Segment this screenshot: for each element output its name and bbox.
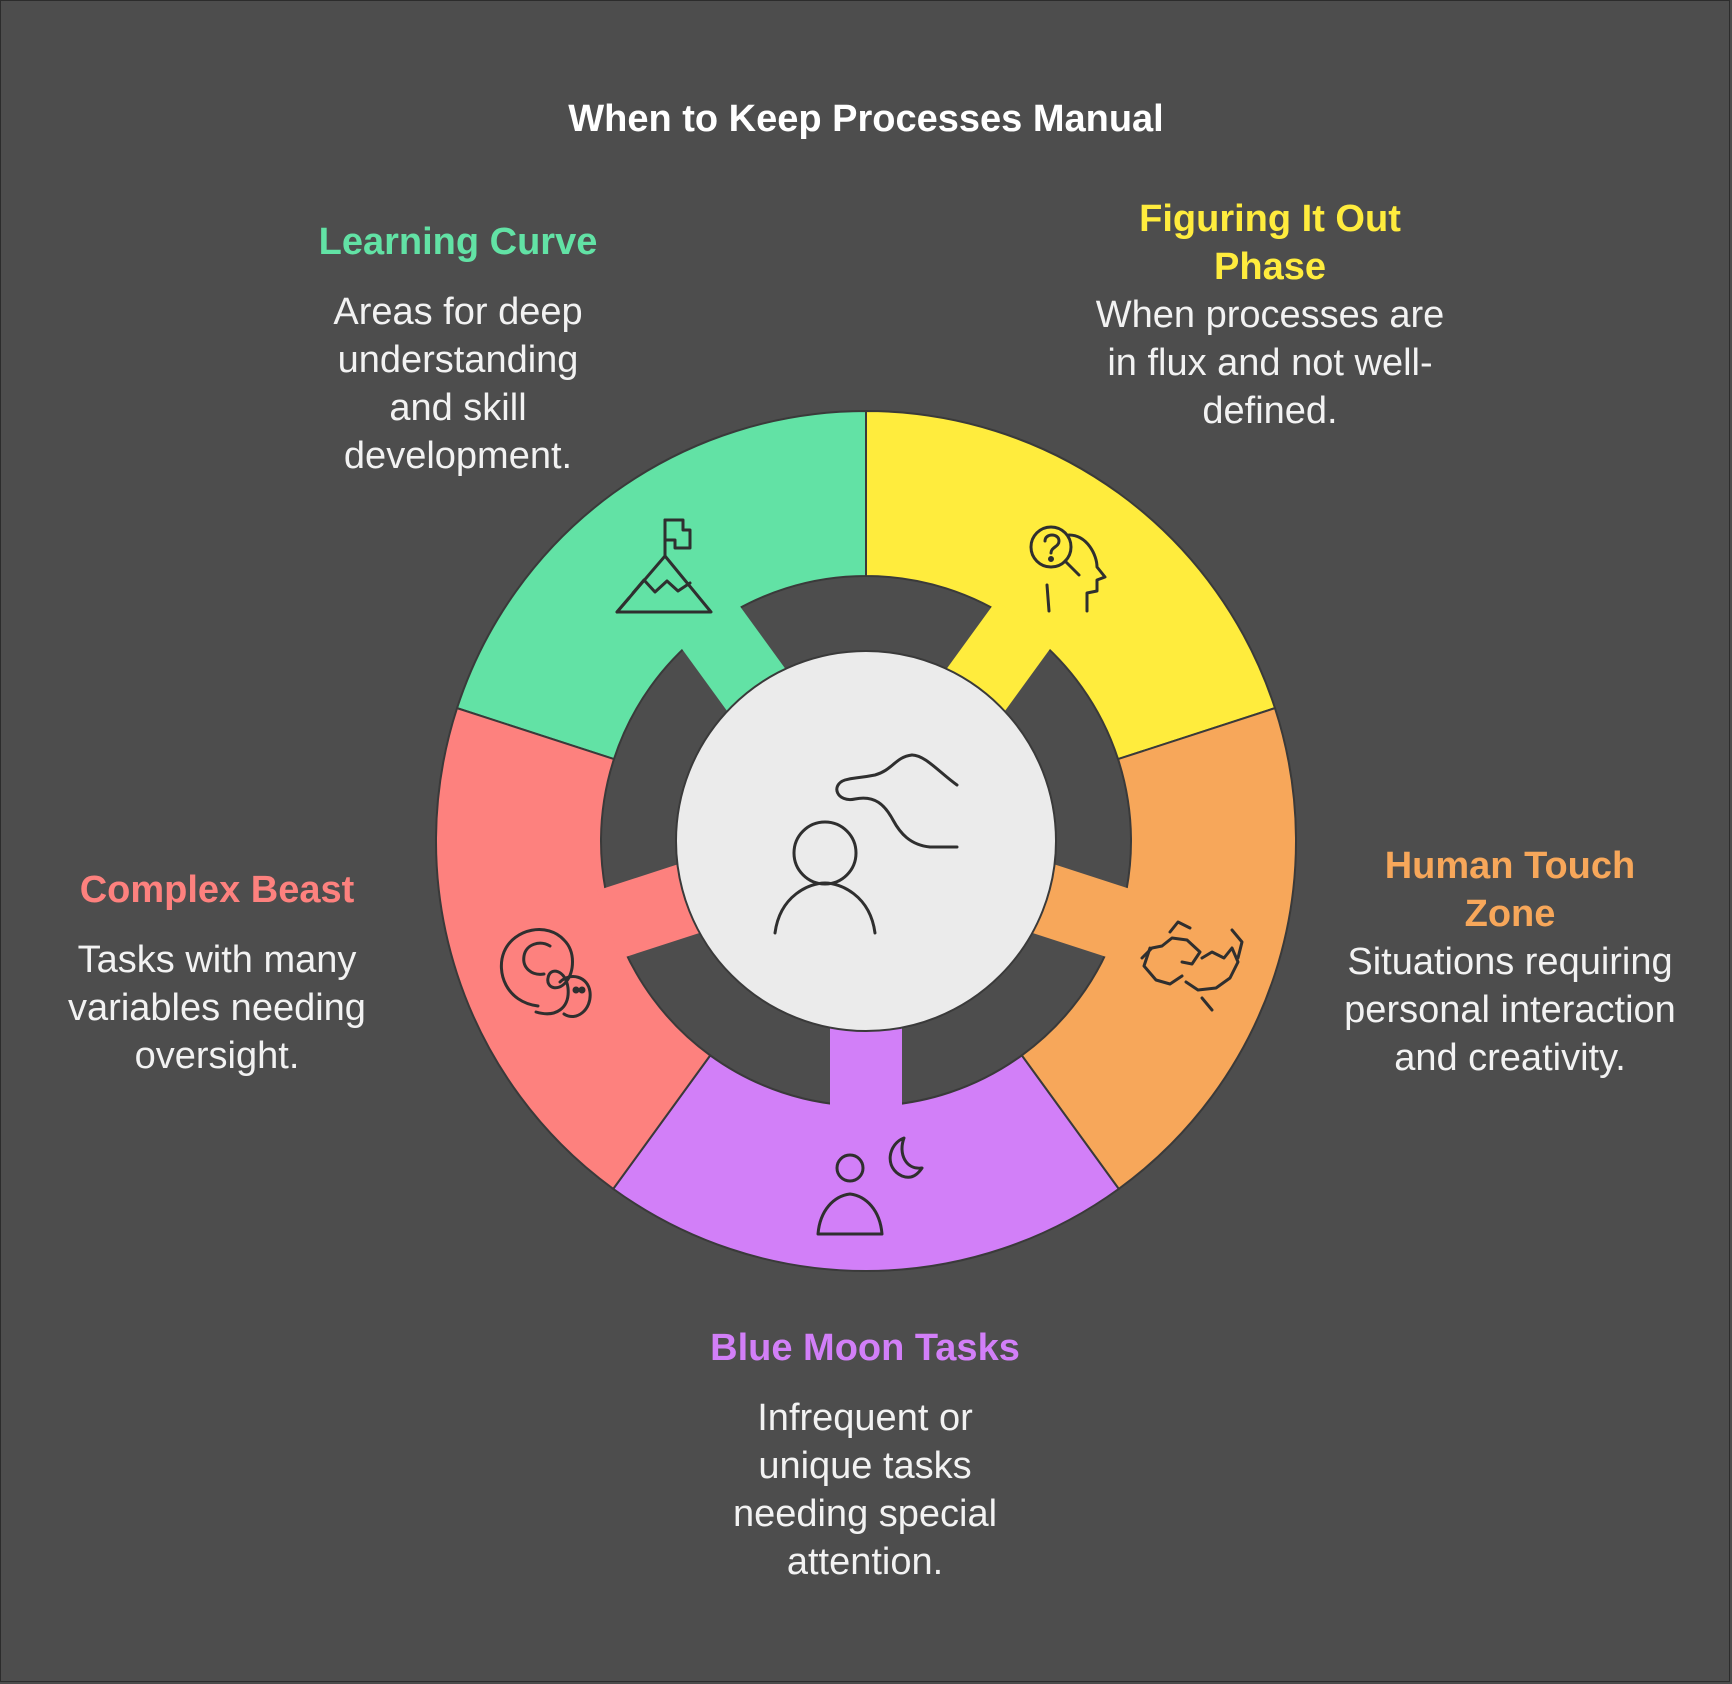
- head-question-magnifier-icon: [1029, 525, 1107, 613]
- segment-connector-human: [1026, 862, 1135, 959]
- mountain-flag-icon: [615, 518, 713, 614]
- segment-human: [1020, 706, 1297, 1191]
- center-disc: [675, 650, 1057, 1032]
- segment-figuring: [865, 409, 1277, 761]
- figuring-it-out-description: When processes are in flux and not well-…: [1095, 294, 1445, 432]
- learning-curve-title: Learning Curve: [318, 221, 598, 263]
- complex-beast-description: Tasks with many variables needing oversi…: [68, 939, 366, 1077]
- segment-complex: [434, 706, 712, 1191]
- segment-bluemoon: [611, 1053, 1121, 1273]
- blue-moon-title: Blue Moon Tasks: [710, 1327, 1020, 1369]
- diagram-title: When to Keep Processes Manual: [568, 98, 1164, 140]
- label-blue-moon: Blue Moon Tasks Infrequent or unique tas…: [700, 1324, 1030, 1586]
- snake-icon: [499, 928, 592, 1018]
- human-touch-description: Situations requiring personal interactio…: [1344, 941, 1676, 1079]
- fist-bump-icon: [1140, 920, 1244, 1012]
- label-figuring-it-out: Figuring It Out Phase When processes are…: [1095, 195, 1445, 435]
- label-human-touch: Human Touch Zone Situations requiring pe…: [1340, 842, 1680, 1082]
- label-complex-beast: Complex Beast Tasks with many variables …: [52, 866, 382, 1080]
- segment-connector-complex: [597, 862, 706, 959]
- segment-connector-bluemoon: [830, 1021, 902, 1112]
- label-learning-curve: Learning Curve Areas for deep understand…: [293, 218, 623, 480]
- person-moon-icon: [816, 1136, 924, 1236]
- learning-curve-description: Areas for deep understanding and skill d…: [333, 291, 583, 477]
- blue-moon-description: Infrequent or unique tasks needing speci…: [732, 1397, 998, 1583]
- person-winding-path-icon: [773, 753, 959, 935]
- human-touch-title: Human Touch Zone: [1384, 845, 1636, 935]
- complex-beast-title: Complex Beast: [79, 869, 355, 911]
- figuring-it-out-title: Figuring It Out Phase: [1139, 198, 1401, 288]
